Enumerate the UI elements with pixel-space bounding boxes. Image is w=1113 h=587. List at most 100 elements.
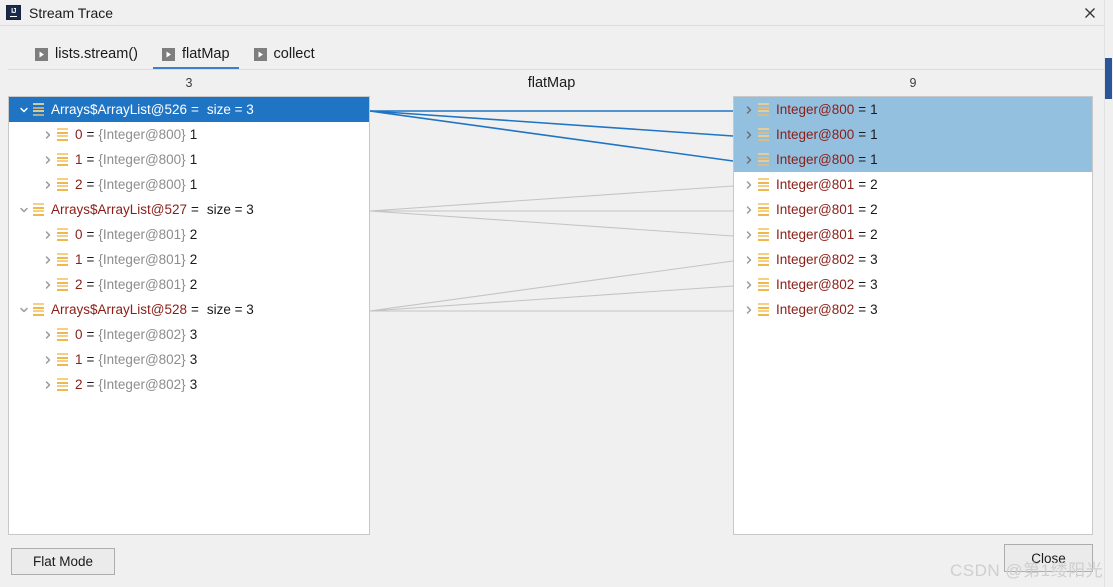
object-name: Integer@802	[776, 277, 855, 292]
tree-row[interactable]: Arrays$ArrayList@526=size = 3	[9, 97, 369, 122]
equals-sign: =	[858, 202, 867, 217]
array-icon	[57, 278, 68, 291]
array-icon	[57, 128, 68, 141]
stream-step-icon	[35, 47, 48, 61]
tree-row[interactable]: 1={Integer@801}2	[9, 247, 369, 272]
chevron-right-icon[interactable]	[740, 155, 758, 165]
chevron-right-icon[interactable]	[39, 330, 57, 340]
array-icon	[758, 103, 769, 116]
operation-header: flatMap	[527, 75, 576, 91]
tree-row[interactable]: Integer@801=2	[734, 222, 1092, 247]
tree-row[interactable]: Arrays$ArrayList@528=size = 3	[9, 297, 369, 322]
chevron-right-icon[interactable]	[39, 355, 57, 365]
connector-line	[369, 260, 734, 312]
array-icon	[758, 203, 769, 216]
tab-flatmap[interactable]: flatMap	[152, 38, 239, 70]
array-icon	[758, 253, 769, 266]
equals-sign: =	[86, 377, 95, 392]
tree-row[interactable]: Integer@800=1	[734, 122, 1092, 147]
object-size: size = 3	[206, 202, 254, 217]
tree-row[interactable]: 0={Integer@801}2	[9, 222, 369, 247]
tree-row[interactable]: Integer@802=3	[734, 247, 1092, 272]
element-index: 1	[75, 352, 83, 367]
array-icon	[57, 228, 68, 241]
element-reference: {Integer@800}	[98, 127, 186, 142]
chevron-right-icon[interactable]	[39, 255, 57, 265]
chevron-right-icon[interactable]	[39, 155, 57, 165]
chevron-right-icon[interactable]	[39, 130, 57, 140]
chevron-right-icon[interactable]	[740, 255, 758, 265]
element-value: 3	[189, 352, 198, 367]
tab-lists-stream[interactable]: lists.stream()	[26, 38, 147, 70]
element-value: 1	[870, 152, 878, 167]
element-index: 0	[75, 227, 83, 242]
equals-sign: =	[191, 202, 199, 217]
tree-row[interactable]: Integer@800=1	[734, 147, 1092, 172]
object-name: Integer@802	[776, 302, 855, 317]
tree-row[interactable]: 0={Integer@800}1	[9, 122, 369, 147]
chevron-right-icon[interactable]	[39, 180, 57, 190]
tree-row[interactable]: Integer@800=1	[734, 97, 1092, 122]
chevron-right-icon[interactable]	[740, 130, 758, 140]
tree-row[interactable]: Integer@802=3	[734, 272, 1092, 297]
chevron-right-icon[interactable]	[740, 230, 758, 240]
element-reference: {Integer@800}	[98, 177, 186, 192]
element-value: 2	[189, 227, 198, 242]
chevron-right-icon[interactable]	[740, 205, 758, 215]
array-icon	[57, 178, 68, 191]
connector-line	[369, 110, 734, 137]
chevron-down-icon[interactable]	[15, 205, 33, 215]
tree-row[interactable]: Integer@802=3	[734, 297, 1092, 322]
element-reference: {Integer@802}	[98, 377, 186, 392]
object-name: Arrays$ArrayList@527	[51, 202, 188, 217]
tab-collect[interactable]: collect	[245, 38, 324, 70]
equals-sign: =	[191, 102, 199, 117]
chevron-down-icon[interactable]	[15, 305, 33, 315]
element-value: 3	[870, 302, 878, 317]
tree-row[interactable]: 0={Integer@802}3	[9, 322, 369, 347]
array-icon	[758, 303, 769, 316]
object-name: Integer@800	[776, 102, 855, 117]
tab-label: collect	[273, 46, 315, 62]
equals-sign: =	[86, 152, 95, 167]
chevron-right-icon[interactable]	[740, 305, 758, 315]
tree-row[interactable]: Integer@801=2	[734, 172, 1092, 197]
step-tabs: lists.stream() flatMap collect	[0, 36, 1113, 70]
tree-row[interactable]: 2={Integer@801}2	[9, 272, 369, 297]
chevron-down-icon[interactable]	[15, 105, 33, 115]
chevron-right-icon[interactable]	[740, 180, 758, 190]
object-name: Integer@800	[776, 127, 855, 142]
chevron-right-icon[interactable]	[39, 280, 57, 290]
chevron-right-icon[interactable]	[39, 230, 57, 240]
array-icon	[57, 378, 68, 391]
element-reference: {Integer@801}	[98, 227, 186, 242]
tree-row[interactable]: Arrays$ArrayList@527= size = 3	[9, 197, 369, 222]
connector-line	[369, 210, 734, 237]
ide-scrollbar-track[interactable]	[1104, 0, 1113, 587]
element-value: 2	[870, 177, 878, 192]
tree-row[interactable]: 1={Integer@802}3	[9, 347, 369, 372]
chevron-right-icon[interactable]	[740, 280, 758, 290]
tree-row[interactable]: 1={Integer@800}1	[9, 147, 369, 172]
tree-row[interactable]: 2={Integer@802}3	[9, 372, 369, 397]
flat-mode-button[interactable]: Flat Mode	[11, 548, 115, 575]
equals-sign: =	[86, 177, 95, 192]
equals-sign: =	[858, 152, 867, 167]
chevron-right-icon[interactable]	[39, 380, 57, 390]
ide-scrollbar-thumb[interactable]	[1105, 58, 1112, 99]
close-icon[interactable]	[1081, 4, 1099, 22]
equals-sign: =	[86, 327, 95, 342]
element-index: 2	[75, 377, 83, 392]
tree-row[interactable]: 2={Integer@800}1	[9, 172, 369, 197]
chevron-right-icon[interactable]	[740, 105, 758, 115]
equals-sign: =	[858, 127, 867, 142]
array-icon	[57, 353, 68, 366]
object-size: size = 3	[206, 102, 254, 117]
close-button[interactable]: Close	[1004, 544, 1093, 572]
tree-row[interactable]: Integer@801=2	[734, 197, 1092, 222]
object-name: Integer@802	[776, 252, 855, 267]
element-value: 1	[189, 152, 198, 167]
element-value: 2	[189, 277, 198, 292]
